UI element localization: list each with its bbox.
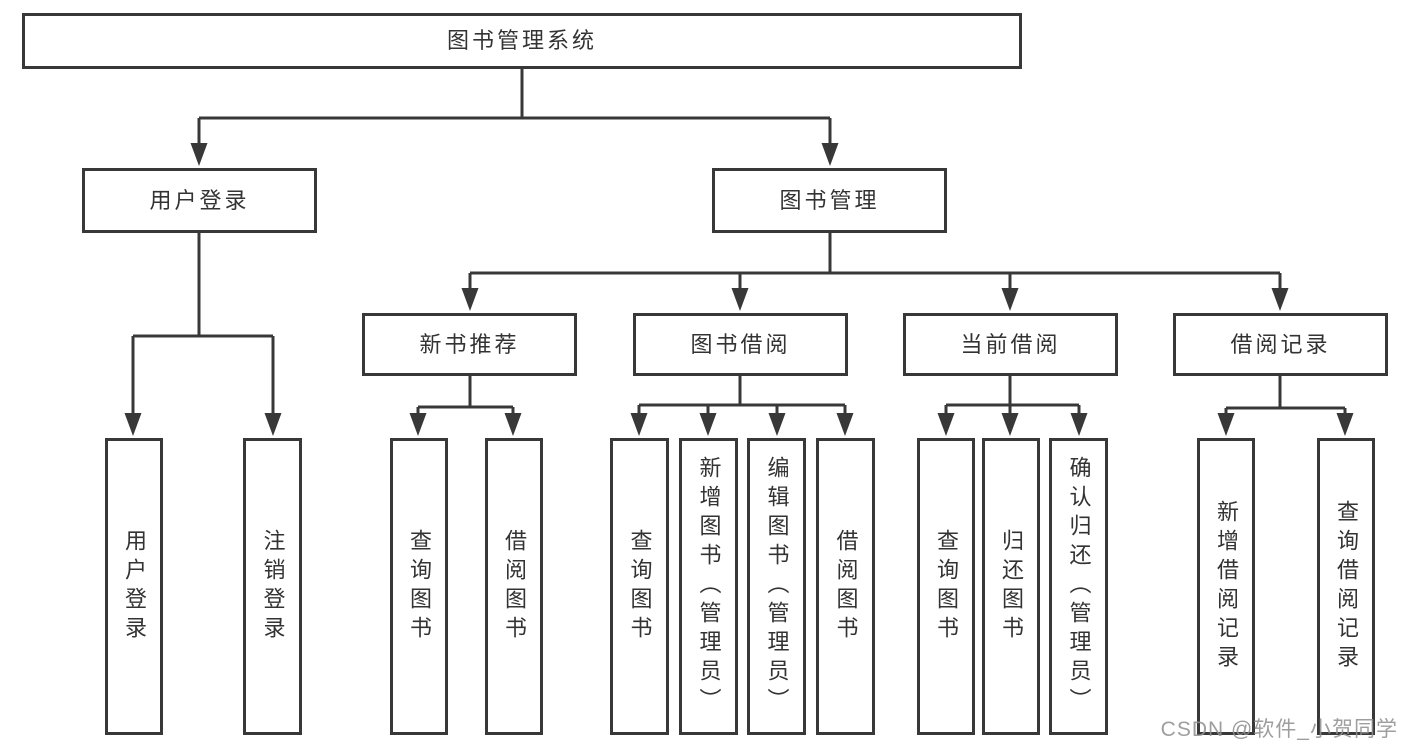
csdn-watermark: CSDN @软件_小贺同学 xyxy=(1160,718,1398,741)
node-label: 图书借阅 xyxy=(690,331,791,357)
leaf-label: 查询图书 xyxy=(407,528,432,645)
leaf-query-books-current: 查询图书 xyxy=(917,438,975,735)
node-label: 图书管理系统 xyxy=(446,28,597,53)
leaf-label: 查询图书 xyxy=(627,528,653,645)
leaf-label: 查询借阅记录 xyxy=(1334,499,1359,674)
leaf-query-books-borrow: 查询图书 xyxy=(610,438,669,735)
leaf-query-books-recommend: 查询图书 xyxy=(390,438,448,735)
node-new-book-recommend: 新书推荐 xyxy=(362,313,577,376)
leaf-add-borrow-record: 新增借阅记录 xyxy=(1197,438,1255,735)
leaf-query-borrow-record: 查询借阅记录 xyxy=(1317,438,1375,735)
leaf-label: 确认归还（管理员） xyxy=(1066,456,1092,717)
node-user-login: 用户登录 xyxy=(82,168,317,233)
leaf-return-books: 归还图书 xyxy=(982,438,1040,735)
leaf-confirm-return-admin: 确认归还（管理员） xyxy=(1049,438,1108,735)
leaf-borrow-books-recommend: 借阅图书 xyxy=(485,438,543,735)
leaf-user-login: 用户登录 xyxy=(105,438,163,735)
leaf-label: 用户登录 xyxy=(122,528,147,645)
leaf-label: 借阅图书 xyxy=(833,528,859,645)
node-borrow-records: 借阅记录 xyxy=(1173,313,1388,376)
node-current-borrow: 当前借阅 xyxy=(903,313,1118,376)
arrowheads xyxy=(124,143,1354,436)
leaf-label: 新增借阅记录 xyxy=(1214,499,1239,674)
node-book-management: 图书管理 xyxy=(712,168,947,233)
leaf-label: 归还图书 xyxy=(999,528,1024,645)
node-book-borrow: 图书借阅 xyxy=(633,313,848,376)
leaf-edit-books-admin: 编辑图书（管理员） xyxy=(747,438,806,735)
leaf-label: 编辑图书（管理员） xyxy=(764,456,790,717)
node-root-system: 图书管理系统 xyxy=(22,13,1022,69)
node-label: 借阅记录 xyxy=(1230,331,1331,357)
node-label: 图书管理 xyxy=(779,187,880,213)
leaf-add-books-admin: 新增图书（管理员） xyxy=(679,438,738,735)
leaf-logout: 注销登录 xyxy=(243,438,302,735)
node-label: 当前借阅 xyxy=(960,331,1061,357)
node-label: 用户登录 xyxy=(149,187,250,213)
leaf-label: 新增图书（管理员） xyxy=(696,456,722,717)
leaf-label: 查询图书 xyxy=(934,528,959,645)
leaf-borrow-books: 借阅图书 xyxy=(816,438,875,735)
node-label: 新书推荐 xyxy=(419,331,520,357)
leaf-label: 注销登录 xyxy=(260,528,286,645)
leaf-label: 借阅图书 xyxy=(502,528,527,645)
